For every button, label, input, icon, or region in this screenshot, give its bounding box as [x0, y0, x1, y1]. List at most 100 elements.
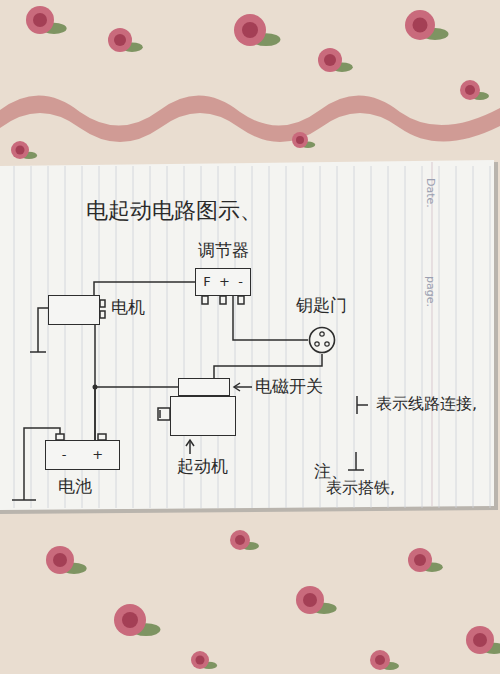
part-name: 调节器 [198, 241, 249, 261]
rose [26, 6, 54, 34]
key-switch: 钥匙门 [308, 326, 336, 354]
rose-center [242, 22, 258, 38]
sheet-band [0, 95, 500, 142]
regulator-box: F+-调节器 [195, 268, 251, 296]
rose [460, 80, 480, 100]
rose [114, 604, 146, 636]
terminal-label: - [238, 275, 243, 290]
ground-symbol [12, 499, 36, 501]
ruled-lines [14, 166, 490, 508]
rose [230, 530, 250, 550]
rose [292, 132, 308, 148]
part-name: 起动机 [177, 457, 228, 477]
terminal-label: + [92, 448, 103, 463]
ruled-line [490, 166, 491, 508]
rose-center [16, 146, 25, 155]
ruled-line [473, 166, 474, 508]
rose [11, 141, 29, 159]
page-print: page. [424, 276, 437, 307]
starter-box: 起动机 [170, 396, 236, 436]
terminal-row: -+ [46, 441, 119, 469]
rose-center [33, 13, 47, 27]
starter-shaft [159, 410, 161, 418]
regulator-pin [220, 296, 226, 304]
ruled-line [388, 166, 389, 508]
motor-terminal [100, 311, 105, 318]
rose-center [413, 18, 428, 33]
rose [370, 650, 390, 670]
rose-center [375, 655, 385, 665]
wire [94, 325, 96, 440]
rose [296, 586, 324, 614]
page-print: Date. [424, 178, 437, 208]
ruled-line [286, 166, 287, 508]
rose [108, 28, 132, 52]
pointer-arrow [186, 440, 194, 446]
ground-symbol [30, 351, 46, 353]
rose [318, 48, 342, 72]
rose-center [114, 34, 126, 46]
legend-item: 表示线路连接, [376, 394, 477, 413]
junction-sample [357, 404, 368, 406]
motor-terminal [100, 300, 105, 307]
terminal-label: - [62, 448, 67, 463]
rose-center [196, 656, 205, 665]
starter-shaft [158, 408, 170, 420]
margin-line [432, 162, 433, 506]
ground-sample [348, 469, 364, 471]
rose-center [414, 554, 426, 566]
rose-center [473, 633, 487, 647]
rose [405, 10, 435, 40]
rose-center [303, 593, 317, 607]
rose [46, 546, 74, 574]
rose [408, 548, 432, 572]
ruled-line [371, 166, 372, 508]
legend-text: 表示搭铁, [326, 478, 395, 497]
pointer-arrow [234, 386, 252, 388]
ruled-line [303, 166, 304, 508]
rose-center [296, 136, 304, 144]
wiring [12, 296, 368, 500]
ruled-line [31, 166, 32, 508]
legend-item: 表示搭铁, [326, 478, 395, 497]
pointer-arrow [234, 383, 240, 391]
ruled-line [14, 166, 15, 508]
ruled-line [439, 166, 440, 508]
ruled-line [337, 166, 338, 508]
title: 电起动电路图示、 [86, 196, 262, 226]
terminal-label: F [203, 275, 210, 290]
rose-center [324, 54, 336, 66]
part-name: 电磁开关 [255, 377, 323, 397]
part-name: 钥匙门 [296, 296, 347, 316]
ruled-line [405, 166, 406, 508]
switch-outline [308, 326, 336, 354]
legend-text: 表示线路连接, [376, 394, 477, 413]
motor-box: 电机 [48, 295, 100, 325]
wire [94, 282, 195, 295]
part-name: 电池 [58, 477, 92, 497]
ruled-line [422, 166, 423, 508]
ruled-line [269, 166, 270, 508]
switch-contact [320, 332, 324, 336]
terminal-label: + [219, 275, 230, 290]
rose-center [122, 612, 138, 628]
rose [466, 626, 494, 654]
ground-sample [355, 452, 357, 470]
battery-box: -+电池 [45, 440, 120, 470]
ruled-line [456, 166, 457, 508]
switch-circle [310, 328, 335, 353]
wire [214, 354, 322, 378]
regulator-pin [238, 296, 244, 304]
terminal-row: F +- [196, 269, 250, 295]
notebook-page [0, 160, 494, 510]
rose [191, 651, 209, 669]
regulator-pin [202, 296, 208, 304]
switch-contact [315, 342, 319, 346]
junction-dot [93, 385, 98, 390]
rose [234, 14, 266, 46]
rose-center [53, 553, 67, 567]
solenoid-switch: 电磁开关 [178, 378, 230, 396]
rose-center [235, 535, 245, 545]
